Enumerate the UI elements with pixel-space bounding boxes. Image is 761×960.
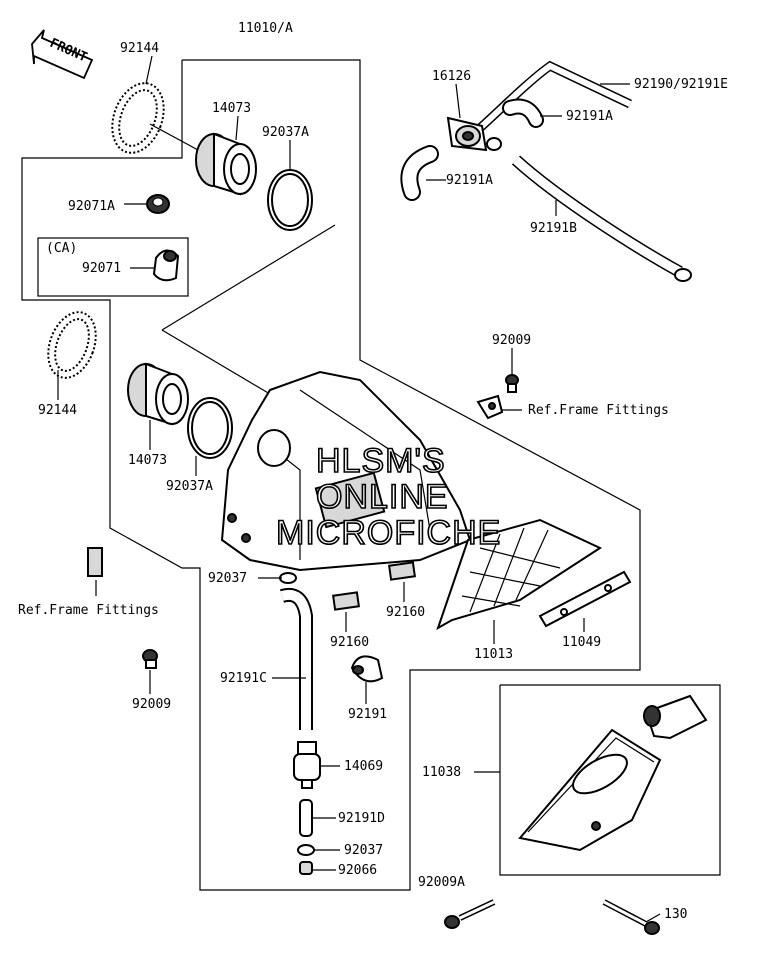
- label-92144-top: 92144: [120, 41, 159, 56]
- label-92191a-right: 92191A: [566, 109, 613, 124]
- bracket-ref-frame: [476, 394, 504, 420]
- label-92066: 92066: [338, 863, 377, 878]
- hose-92191b: [511, 155, 692, 282]
- watermark-line1: HLSM'S: [316, 442, 446, 480]
- cover-11038: [518, 694, 708, 852]
- label-92009a: 92009A: [418, 875, 465, 890]
- label-ref-frame-left: Ref.Frame Fittings: [18, 603, 159, 618]
- label-ca: (CA): [46, 241, 77, 256]
- filter-14069: [293, 741, 321, 789]
- part-labels: 92144 11010/A 14073 92037A 92071A (CA) 9…: [18, 21, 728, 922]
- bolt-130: [602, 899, 660, 935]
- spring-92144-top: [111, 82, 165, 154]
- elbow-92191: [350, 655, 384, 683]
- watermark-line3: MICROFICHE: [276, 514, 501, 552]
- ref-frame-block: [87, 547, 103, 577]
- label-92191b: 92191B: [530, 221, 577, 236]
- label-92071: 92071: [82, 261, 121, 276]
- label-92071a: 92071A: [68, 199, 115, 214]
- label-92037a-left: 92037A: [166, 479, 213, 494]
- clamp-92037a-left: [187, 397, 233, 459]
- hose-92191a-left: [400, 145, 439, 201]
- label-11013: 11013: [474, 647, 513, 662]
- watermark-line2: ONLINE: [316, 478, 449, 516]
- pad-92160-b: [388, 561, 416, 581]
- label-92191: 92191: [348, 707, 387, 722]
- leader-lines: [57, 55, 661, 923]
- spring-92144-left: [47, 311, 97, 379]
- label-92037-mid: 92037: [208, 571, 247, 586]
- label-92037a-top: 92037A: [262, 125, 309, 140]
- label-11038: 11038: [422, 765, 461, 780]
- boot-14073-left: [127, 362, 189, 426]
- elbow-92071: [152, 249, 180, 282]
- clip-92037-mid: [279, 572, 297, 584]
- label-92191d: 92191D: [338, 811, 385, 826]
- tube-92191d: [299, 799, 313, 837]
- boot-14073-top: [195, 132, 257, 196]
- hose-92191c: [279, 588, 313, 730]
- ca-inset-box: [37, 237, 189, 297]
- label-92009-left: 92009: [132, 697, 171, 712]
- label-92160-a: 92160: [330, 635, 369, 650]
- front-arrow: FRONT: [31, 29, 94, 80]
- label-130: 130: [664, 907, 687, 922]
- holder-11049: [538, 570, 632, 628]
- label-92190: 92190/92191E: [634, 77, 728, 92]
- clamp-92037a-top: [267, 169, 313, 231]
- label-92160-b: 92160: [386, 605, 425, 620]
- group-frame-lines: [21, 59, 721, 891]
- label-11049: 11049: [562, 635, 601, 650]
- pipe-92190: [476, 60, 632, 132]
- label-92191a-left: 92191A: [446, 173, 493, 188]
- air-box-housing: [220, 370, 472, 572]
- label-14069: 14069: [344, 759, 383, 774]
- clip-92037-low: [297, 844, 315, 856]
- watermark: HLSM'S ONLINE MICROFICHE: [275, 441, 501, 553]
- label-92037-low: 92037: [344, 843, 383, 858]
- label-92191c: 92191C: [220, 671, 267, 686]
- bolt-92009a: [444, 899, 496, 929]
- nut-92071a: [146, 194, 170, 214]
- pad-92160-a: [332, 591, 360, 611]
- label-14073-left: 14073: [128, 453, 167, 468]
- label-92009-top: 92009: [492, 333, 531, 348]
- label-16126: 16126: [432, 69, 471, 84]
- label-ref-frame-right: Ref.Frame Fittings: [528, 403, 669, 418]
- label-11010a: 11010/A: [238, 21, 293, 36]
- label-92144-left: 92144: [38, 403, 77, 418]
- bolt-92009-top: [505, 374, 519, 393]
- element-11013: [436, 518, 603, 631]
- valve-16126: [446, 116, 502, 152]
- bolt-92009-left: [142, 649, 158, 669]
- plug-92066: [299, 861, 313, 875]
- label-14073-top: 14073: [212, 101, 251, 116]
- hose-92191a-right: [502, 98, 544, 128]
